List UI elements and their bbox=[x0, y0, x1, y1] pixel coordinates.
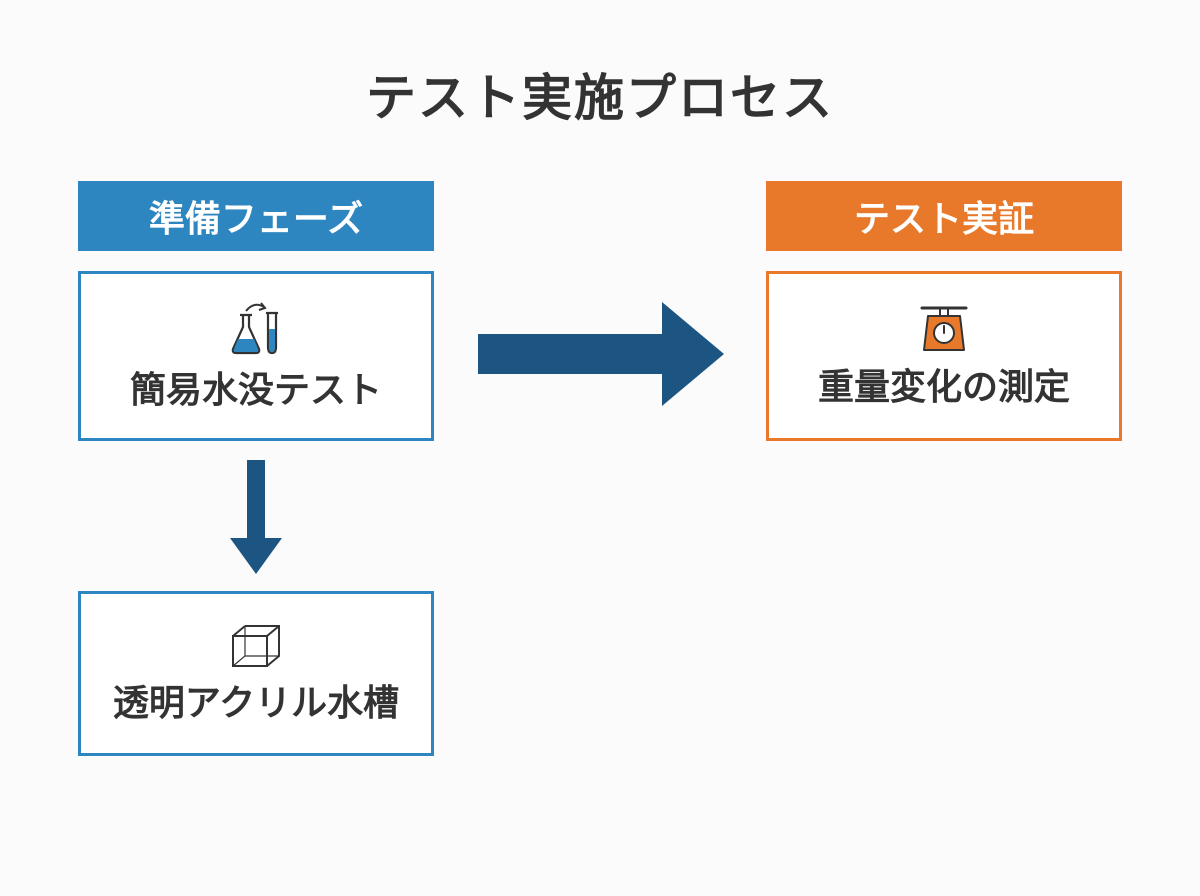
weight-measurement-label: 重量変化の測定 bbox=[817, 367, 1070, 408]
acrylic-tank-box: 透明アクリル水槽 bbox=[78, 591, 434, 756]
page-title: テスト実施プロセス bbox=[366, 69, 834, 127]
prep-phase-header-label: 準備フェーズ bbox=[148, 199, 364, 240]
immersion-test-label: 簡易水没テスト bbox=[129, 370, 382, 411]
lab-flask-icon bbox=[228, 299, 284, 357]
weight-measurement-box: 重量変化の測定 bbox=[766, 271, 1122, 441]
flow-arrow-down bbox=[230, 460, 282, 574]
acrylic-tank-label: 透明アクリル水槽 bbox=[112, 682, 400, 724]
kitchen-scale-icon bbox=[918, 302, 970, 354]
prep-phase-header: 準備フェーズ bbox=[78, 181, 434, 251]
verify-phase-header-label: テスト実証 bbox=[853, 199, 1034, 240]
cube-outline-icon bbox=[229, 622, 283, 670]
verify-phase-header: テスト実証 bbox=[766, 181, 1122, 251]
flow-arrow-right bbox=[478, 302, 724, 406]
immersion-test-box: 簡易水没テスト bbox=[78, 271, 434, 441]
